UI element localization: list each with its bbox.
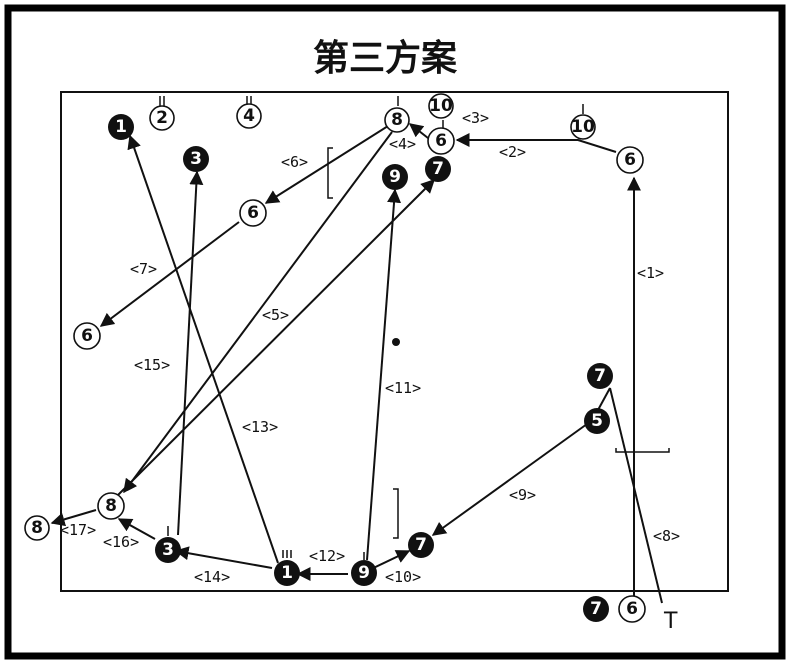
path-16 bbox=[117, 518, 156, 540]
step-label-1: <1> bbox=[637, 264, 664, 282]
marker-t: T bbox=[663, 609, 678, 634]
player-p8-white-top: 8 bbox=[384, 107, 410, 133]
svg-text:1: 1 bbox=[115, 117, 127, 137]
player-p8-white-left: 8 bbox=[97, 492, 125, 520]
player-p9-black-top: 9 bbox=[382, 164, 408, 190]
step-label-5: <5> bbox=[262, 306, 289, 324]
player-p9-black-bottom: 9 bbox=[351, 560, 377, 586]
svg-text:8: 8 bbox=[391, 110, 403, 130]
svg-text:6: 6 bbox=[81, 326, 93, 346]
player-p6-white-out: 6 bbox=[618, 595, 646, 623]
svg-text:7: 7 bbox=[590, 599, 602, 619]
path-4 bbox=[408, 123, 429, 139]
player-p10-white-right: 10 bbox=[570, 114, 596, 140]
player-p5-black-right: 5 bbox=[584, 408, 610, 434]
path-2 bbox=[455, 133, 617, 153]
player-p6-white-mid: 6 bbox=[239, 199, 267, 227]
step-label-11: <11> bbox=[385, 379, 421, 397]
step-label-17: <17> bbox=[60, 521, 96, 539]
path-6 bbox=[264, 125, 389, 204]
court-boundary bbox=[60, 91, 729, 592]
svg-text:9: 9 bbox=[389, 167, 401, 187]
player-p7-black-out: 7 bbox=[583, 596, 609, 622]
svg-text:6: 6 bbox=[626, 599, 638, 619]
svg-text:9: 9 bbox=[358, 563, 370, 583]
step-label-4: <4> bbox=[389, 135, 416, 153]
step-label-16: <16> bbox=[103, 533, 139, 551]
svg-text:3: 3 bbox=[190, 149, 202, 169]
path-7 bbox=[99, 221, 240, 327]
player-p2-white-top: 2 bbox=[149, 105, 175, 131]
svg-text:10: 10 bbox=[571, 117, 595, 137]
svg-text:8: 8 bbox=[31, 518, 43, 538]
player-p6-white-right: 6 bbox=[616, 146, 644, 174]
player-p6-white-top: 6 bbox=[427, 127, 455, 155]
svg-text:7: 7 bbox=[415, 535, 427, 555]
player-p6-white-left: 6 bbox=[73, 322, 101, 350]
step-label-10: <10> bbox=[385, 568, 421, 586]
step-label-13: <13> bbox=[242, 418, 278, 436]
path-9 bbox=[431, 423, 588, 536]
path-14 bbox=[174, 546, 273, 569]
player-p1-black-top: 1 bbox=[108, 114, 134, 140]
diagram-title: 第三方案 bbox=[313, 38, 458, 79]
player-p3-black-bottom: 3 bbox=[155, 537, 181, 563]
path-5a bbox=[123, 131, 393, 494]
player-p4-white-top: 4 bbox=[236, 103, 262, 129]
player-p7-black-right: 7 bbox=[587, 363, 613, 389]
svg-text:6: 6 bbox=[247, 203, 259, 223]
court-dot bbox=[392, 338, 400, 346]
step-label-9: <9> bbox=[509, 486, 536, 504]
svg-text:5: 5 bbox=[591, 411, 603, 431]
step-label-7: <7> bbox=[130, 260, 157, 278]
path-5b bbox=[117, 179, 435, 496]
svg-text:2: 2 bbox=[156, 108, 168, 128]
player-p7-black-bottom: 7 bbox=[408, 532, 434, 558]
path-8a bbox=[609, 387, 663, 604]
svg-text:3: 3 bbox=[162, 540, 174, 560]
svg-text:8: 8 bbox=[105, 496, 117, 516]
step-label-15: <15> bbox=[134, 356, 170, 374]
player-p3-black-top: 3 bbox=[183, 146, 209, 172]
player-p8-white-out: 8 bbox=[24, 515, 50, 541]
svg-text:4: 4 bbox=[243, 106, 255, 126]
path-15 bbox=[177, 170, 204, 536]
step-label-8: <8> bbox=[653, 527, 680, 545]
step-label-2: <2> bbox=[499, 143, 526, 161]
svg-text:7: 7 bbox=[594, 366, 606, 386]
step-label-3: <3> bbox=[462, 109, 489, 127]
svg-text:7: 7 bbox=[432, 159, 444, 179]
player-p1-black-bottom: 1 bbox=[274, 560, 300, 586]
step-label-12: <12> bbox=[309, 547, 345, 565]
svg-text:1: 1 bbox=[281, 563, 293, 583]
player-p10-white-top: 10 bbox=[428, 93, 454, 119]
path-11 bbox=[366, 188, 402, 561]
step-label-6: <6> bbox=[281, 153, 308, 171]
outer-frame bbox=[4, 4, 786, 660]
path-13 bbox=[127, 134, 279, 564]
player-p7-black-top: 7 bbox=[425, 156, 451, 182]
svg-text:6: 6 bbox=[624, 150, 636, 170]
players: 1 3 9 7 7 5 7 3 bbox=[24, 93, 646, 623]
path-8b bbox=[597, 387, 611, 411]
path-17 bbox=[50, 509, 97, 527]
svg-text:10: 10 bbox=[429, 96, 453, 116]
court-marks bbox=[159, 96, 670, 560]
svg-text:6: 6 bbox=[435, 131, 447, 151]
step-labels: <1> <2> <3> <4> <5> <6> <7> <8> <9> <10>… bbox=[60, 109, 680, 586]
movement-lines bbox=[50, 123, 663, 604]
step-label-14: <14> bbox=[194, 568, 230, 586]
